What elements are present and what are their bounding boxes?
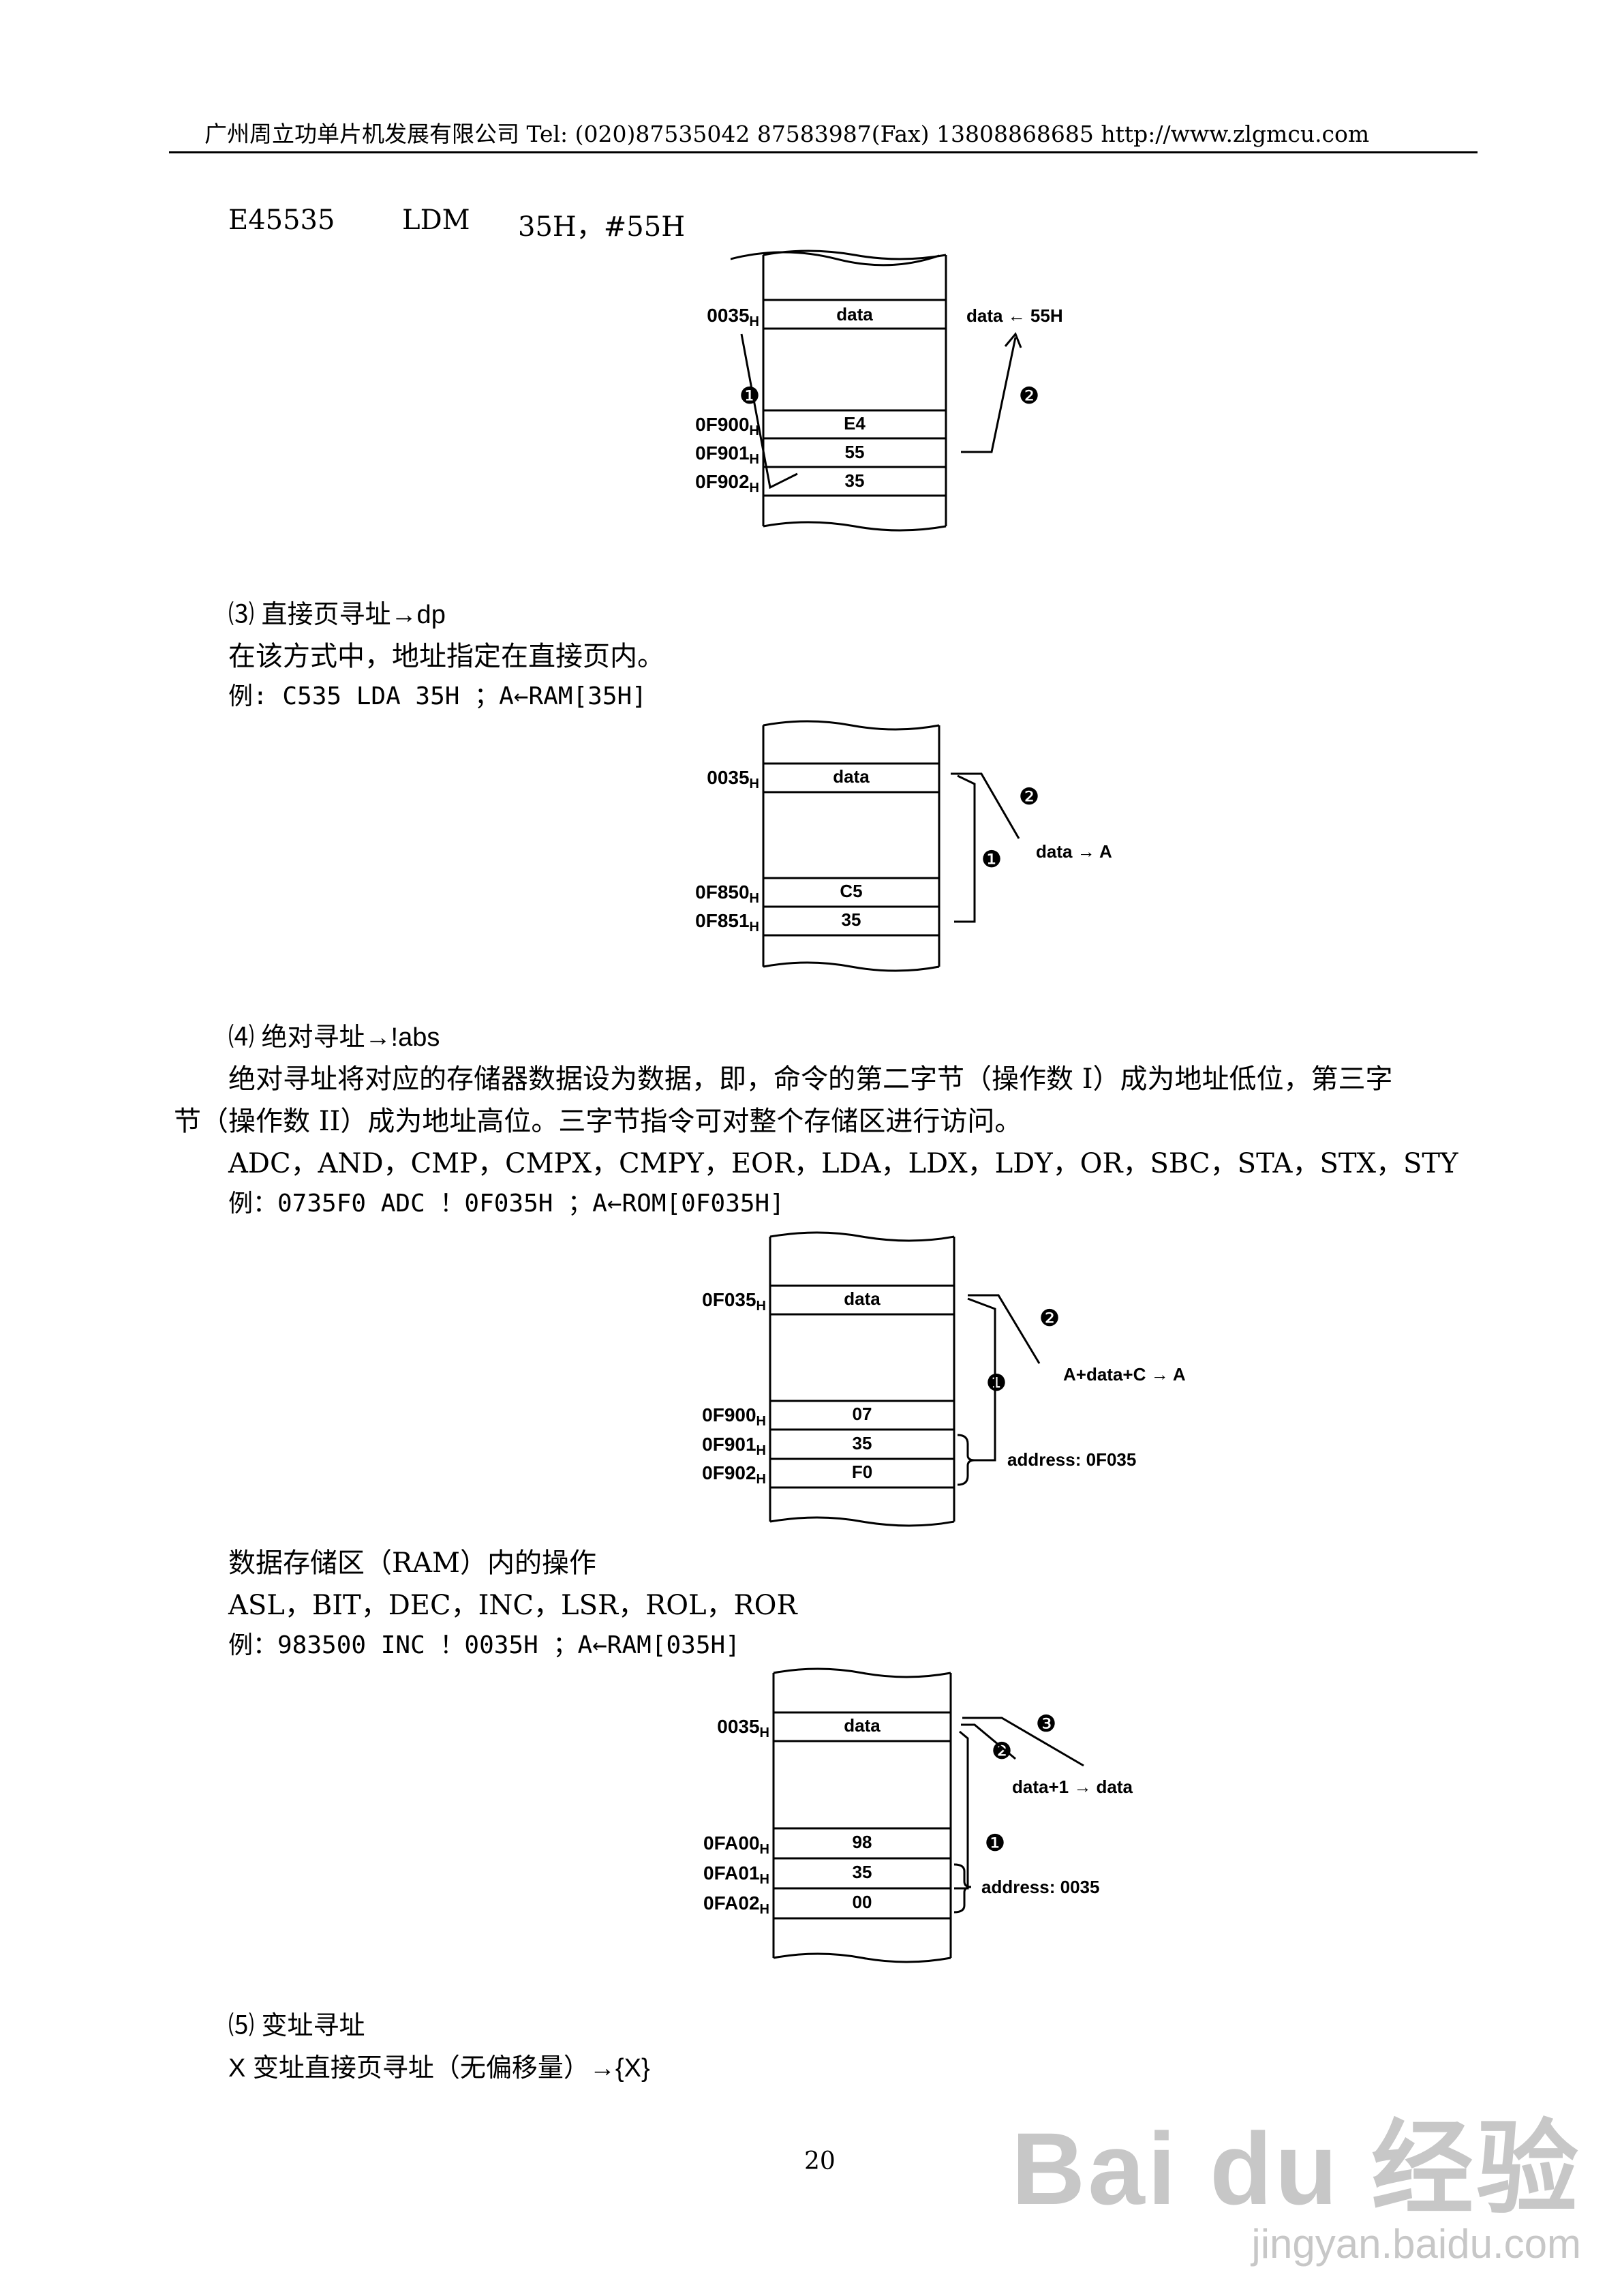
- cell-data: data: [844, 1288, 881, 1309]
- example1-code: E45535: [228, 205, 335, 236]
- memory-diagram-ldm: 0035H data 0F900H E4 0F901H 55 0F902H 35…: [695, 250, 1063, 532]
- cell-35: 35: [842, 909, 861, 930]
- step-1-marker: ❶: [985, 1830, 1005, 1856]
- step-2-marker: ❷: [992, 1738, 1012, 1764]
- hex-suffix: H: [750, 891, 759, 906]
- header-rule: [169, 151, 1478, 153]
- memory-diagram-abs: 0F035H data 0F900H 07 0F901H 35 0F902H F…: [702, 1231, 1186, 1527]
- hex-suffix: H: [750, 481, 759, 496]
- addr-0035: 0035H: [707, 305, 759, 329]
- hex-suffix: H: [750, 452, 759, 467]
- section5-title: ⑸ 变址寻址: [228, 2012, 365, 2040]
- addr-0035: 0035H: [707, 767, 759, 791]
- addr-0fa01: 0FA01H: [703, 1862, 769, 1887]
- hex-suffix: H: [760, 1872, 769, 1887]
- addr-0f901: 0F901H: [695, 442, 759, 467]
- cell-data: data: [833, 766, 870, 787]
- addr-0f900: 0F900H: [702, 1404, 766, 1429]
- cell-98: 98: [853, 1832, 872, 1852]
- cell-35: 35: [853, 1862, 872, 1882]
- memory-diagram-dp: 0035H data 0F850H C5 0F851H 35 ❶ ❷ data …: [695, 720, 1112, 972]
- addr-0f900: 0F900H: [695, 414, 759, 438]
- address-note: address: 0F035: [1007, 1449, 1136, 1470]
- ram-ops-instructions: ASL，BIT，DEC，INC，LSR，ROL，ROR: [228, 1590, 797, 1621]
- memory-diagram-inc: 0035H data 0FA00H 98 0FA01H 35 0FA02H 00…: [703, 1667, 1133, 1963]
- hex-suffix: H: [760, 1842, 769, 1857]
- addr-0f035: 0F035H: [702, 1289, 766, 1314]
- cell-07: 07: [853, 1404, 872, 1424]
- step-3-marker: ❸: [1036, 1711, 1056, 1737]
- hex-suffix: H: [760, 1902, 769, 1917]
- section4-title: ⑷ 绝对寻址→!abs: [228, 1023, 440, 1052]
- section4-example: 例：0735F0 ADC ！0F035H ；A←ROM[0F035H]: [228, 1190, 784, 1218]
- cell-f0: F0: [852, 1462, 872, 1482]
- addr-0035: 0035H: [717, 1716, 769, 1740]
- section4-desc1: 绝对寻址将对应的存储器数据设为数据，即，命令的第二字节（操作数 I）成为地址低位…: [228, 1063, 1393, 1095]
- addr-0fa00: 0FA00H: [703, 1832, 769, 1857]
- step-2-marker: ❷: [1019, 383, 1039, 409]
- example1-operand: 35H，#55H: [518, 211, 686, 243]
- note-data-55h: data ← 55H: [966, 305, 1063, 326]
- section4-instructions: ADC，AND，CMP，CMPX，CMPY，EOR，LDA，LDX，LDY，OR…: [228, 1148, 1458, 1179]
- watermark-logo: Bai du 经验: [1011, 2111, 1581, 2226]
- hex-suffix: H: [750, 920, 759, 935]
- hex-suffix: H: [750, 776, 759, 791]
- section5-subtitle: X 变址直接页寻址（无偏移量）→{X}: [228, 2054, 650, 2083]
- page-number: 20: [804, 2147, 836, 2175]
- address-note: address: 0035: [981, 1877, 1099, 1897]
- step-2-marker: ❷: [1019, 784, 1039, 810]
- hex-suffix: H: [756, 1414, 766, 1429]
- step-1-marker: ❶: [739, 383, 760, 409]
- addr-0f851: 0F851H: [695, 910, 759, 935]
- cell-data: data: [844, 1715, 881, 1736]
- ram-ops-example: 例：983500 INC ！0035H ；A←RAM[035H]: [228, 1631, 740, 1659]
- cell-data: data: [836, 304, 873, 324]
- addr-0f901: 0F901H: [702, 1434, 766, 1458]
- hex-suffix: H: [760, 1725, 769, 1740]
- step-1-marker: ❶: [981, 847, 1002, 873]
- note-inc: data+1 → data: [1012, 1777, 1133, 1797]
- note-data-to-a: data → A: [1036, 841, 1112, 862]
- cell-55: 55: [845, 442, 865, 462]
- addr-0fa02: 0FA02H: [703, 1892, 769, 1917]
- hex-suffix: H: [756, 1299, 766, 1314]
- cell-e4: E4: [844, 413, 866, 434]
- section3-desc: 在该方式中，地址指定在直接页内。: [228, 641, 664, 672]
- hex-suffix: H: [750, 314, 759, 329]
- cell-35: 35: [853, 1433, 872, 1453]
- cell-35: 35: [845, 470, 865, 491]
- cell-00: 00: [853, 1892, 872, 1912]
- addr-0f902: 0F902H: [702, 1462, 766, 1487]
- step-2-marker: ❷: [1039, 1305, 1060, 1331]
- page-header: 广州周立功单片机发展有限公司 Tel: (020)87535042 875839…: [204, 121, 1370, 147]
- addr-0f850: 0F850H: [695, 881, 759, 906]
- section3-title: ⑶ 直接页寻址→dp: [228, 601, 446, 629]
- hex-suffix: H: [750, 423, 759, 438]
- addr-0f902: 0F902H: [695, 471, 759, 496]
- section4-desc2: 节（操作数 II）成为地址高位。三字节指令可对整个存储区进行访问。: [174, 1106, 1022, 1137]
- cell-c5: C5: [840, 881, 862, 901]
- hex-suffix: H: [756, 1472, 766, 1487]
- example1-mnemonic: LDM: [402, 205, 470, 236]
- step-1-marker: ❶: [986, 1370, 1007, 1396]
- section3-example: 例: C535 LDA 35H ；A←RAM[35H]: [228, 682, 647, 710]
- watermark-url: jingyan.baidu.com: [1251, 2221, 1581, 2267]
- hex-suffix: H: [756, 1443, 766, 1458]
- note-adc: A+data+C → A: [1063, 1364, 1186, 1385]
- ram-ops-title: 数据存储区（RAM）内的操作: [228, 1547, 596, 1579]
- baidu-watermark: Bai du 经验 jingyan.baidu.com: [1011, 2086, 1581, 2267]
